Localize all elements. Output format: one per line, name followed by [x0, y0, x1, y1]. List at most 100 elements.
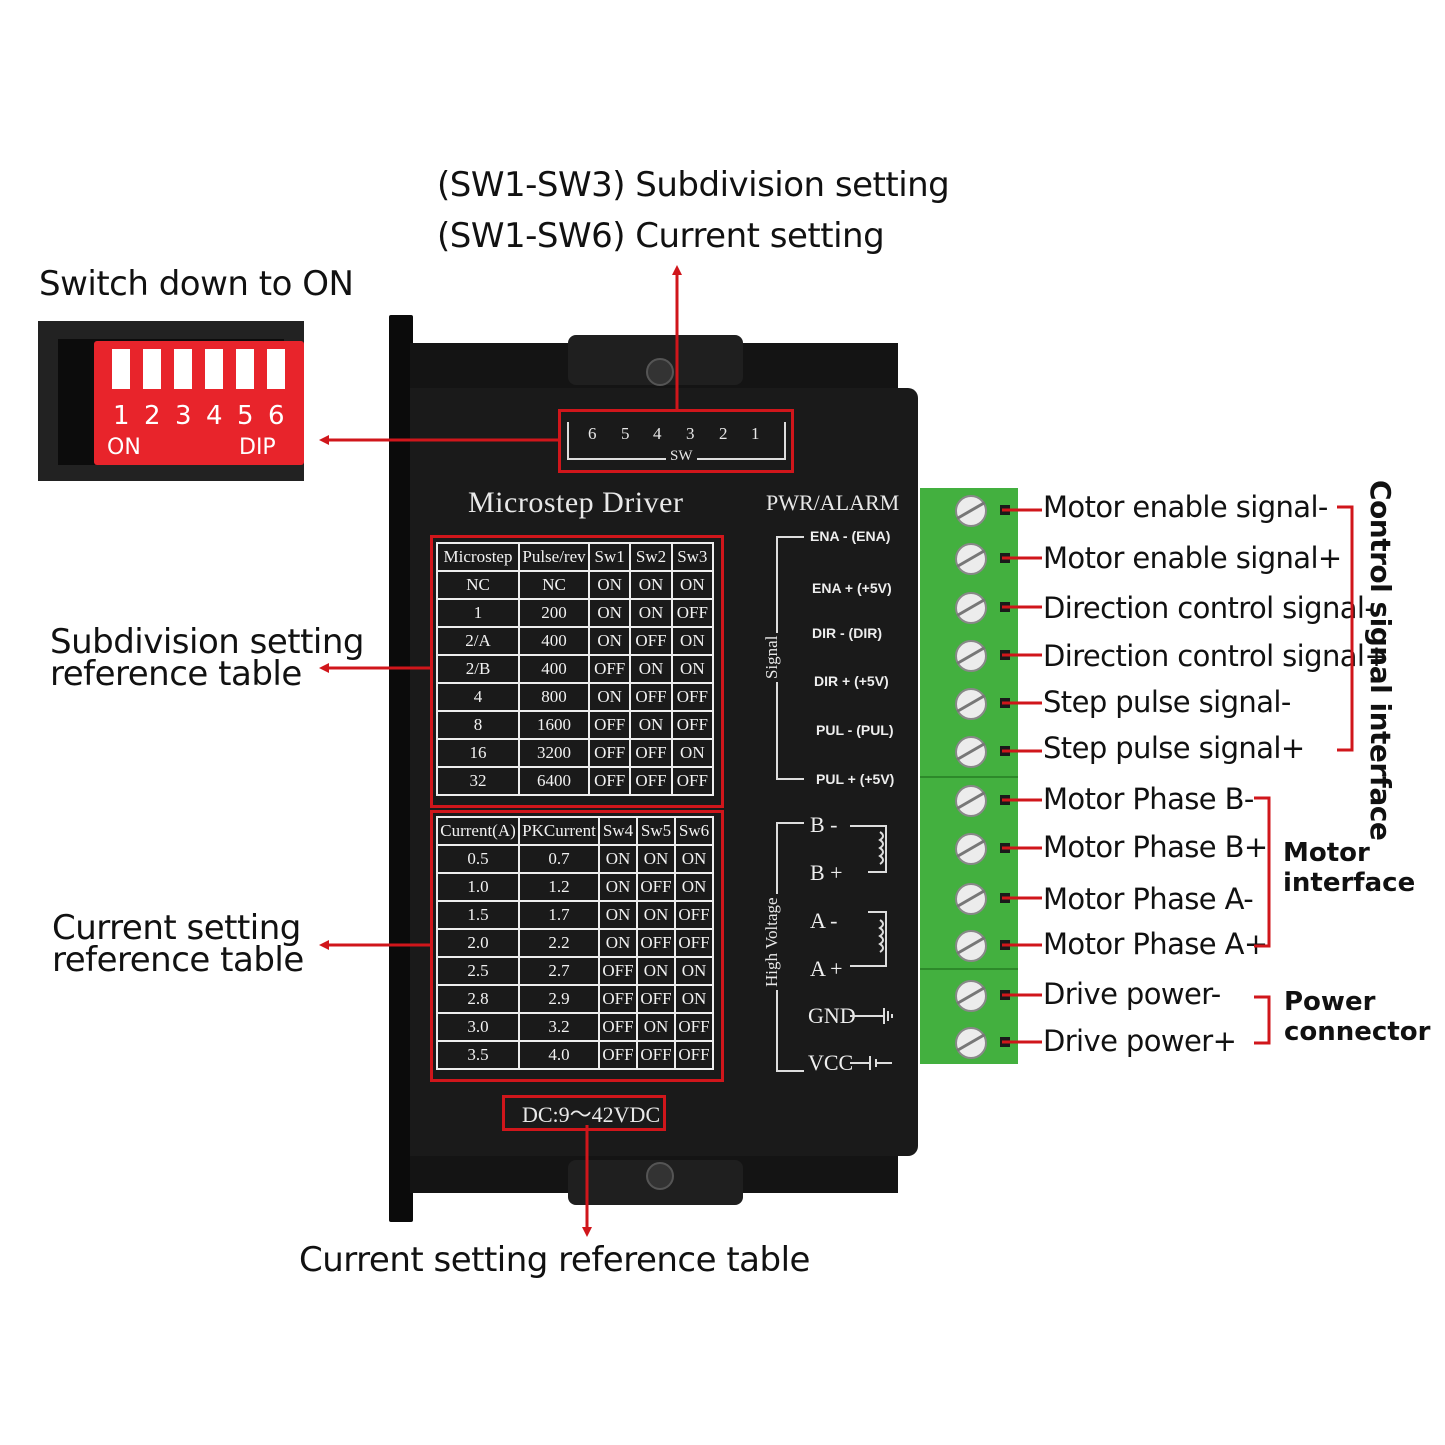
terminal-screw-icon — [955, 495, 987, 527]
table-cell: OFF — [587, 710, 632, 740]
table-cell: ON — [629, 570, 673, 600]
table-cell: ON — [598, 872, 638, 902]
sw-highlight-box — [558, 409, 794, 473]
pin-label: Motor enable signal- — [1043, 490, 1328, 524]
current-table-label: Current setting reference table — [52, 908, 304, 977]
subdivision-setting-caption: (SW1-SW3) Subdivision setting — [437, 165, 950, 205]
table-cell: 2.7 — [518, 956, 600, 986]
table-cell: 2.2 — [518, 928, 600, 958]
power-group-label: Power connector — [1284, 987, 1430, 1047]
table-cell: OFF — [598, 984, 638, 1014]
table-cell: ON — [636, 900, 676, 930]
table-header: Sw1 — [587, 542, 632, 572]
sw-number: 6 — [588, 424, 597, 443]
terminal-screw-icon — [955, 785, 987, 817]
pin-label: Drive power+ — [1043, 1024, 1237, 1058]
terminal-label-ena-minus: ENA - (ENA) — [810, 528, 891, 544]
terminal-label-a-plus: A + — [810, 956, 843, 981]
sw-number: 5 — [621, 424, 630, 443]
pin-leader-lines — [1002, 508, 1042, 1044]
table-cell: OFF — [587, 766, 632, 796]
terminal-label-dir-minus: DIR - (DIR) — [812, 625, 882, 641]
table-cell: OFF — [670, 710, 715, 740]
dip-on-label: ON — [107, 435, 141, 460]
dip-switch-body: 1 2 3 4 5 6 ON DIP — [94, 341, 304, 465]
sw-number: 4 — [653, 424, 662, 443]
current-table-label-line1: Current setting — [52, 908, 301, 948]
pin-label: Motor Phase B- — [1043, 782, 1254, 816]
table-cell: NC — [518, 570, 590, 600]
subdivision-table-label: Subdivision setting reference table — [50, 625, 365, 694]
control-group-bracket — [1337, 505, 1354, 752]
table-cell: 4 — [436, 682, 520, 712]
table-cell: OFF — [674, 900, 714, 930]
table-cell: ON — [674, 872, 714, 902]
pin-label: Motor Phase B+ — [1043, 830, 1268, 864]
table-cell: OFF — [636, 872, 676, 902]
terminal-screw-icon — [955, 736, 987, 768]
power-group-line2: connector — [1284, 1017, 1431, 1047]
dc-voltage-highlight — [502, 1095, 666, 1131]
terminal-screw-icon — [955, 980, 987, 1012]
table-cell: OFF — [636, 928, 676, 958]
bottom-caption: Current setting reference table — [299, 1240, 810, 1280]
table-cell: OFF — [636, 1040, 676, 1070]
table-cell: OFF — [629, 626, 673, 656]
current-table-highlight — [430, 810, 724, 1082]
mounting-bracket — [389, 315, 413, 1222]
motor-group-line1: Motor — [1283, 838, 1370, 868]
table-cell: ON — [587, 682, 632, 712]
table-cell: 3.2 — [518, 1012, 600, 1042]
table-cell: 3.0 — [436, 1012, 520, 1042]
table-cell: 400 — [518, 626, 590, 656]
motor-group-line2: interface — [1283, 868, 1416, 898]
table-cell: ON — [598, 928, 638, 958]
dip-switch-illustration: 1 2 3 4 5 6 ON DIP — [38, 321, 304, 481]
table-cell: 2.5 — [436, 956, 520, 986]
table-cell: ON — [674, 984, 714, 1014]
power-group-line1: Power — [1284, 987, 1376, 1017]
sw-number: 3 — [686, 424, 695, 443]
table-cell: 3.5 — [436, 1040, 520, 1070]
motor-group-bracket — [1254, 796, 1271, 948]
dip-lever — [174, 349, 192, 389]
table-cell: ON — [674, 844, 714, 874]
table-cell: 0.7 — [518, 844, 600, 874]
sw-number: 2 — [719, 424, 728, 443]
dip-lever — [143, 349, 161, 389]
terminal-label-pul-plus: PUL + (+5V) — [816, 771, 895, 787]
table-cell: OFF — [670, 598, 715, 628]
table-header: Pulse/rev — [518, 542, 590, 572]
table-cell: 2.8 — [436, 984, 520, 1014]
terminal-screw-icon — [955, 883, 987, 915]
dip-lever — [236, 349, 254, 389]
table-cell: ON — [587, 626, 632, 656]
terminal-label-a-minus: A - — [810, 908, 838, 933]
table-header: Current(A) — [436, 816, 520, 846]
pin-label: Step pulse signal- — [1043, 685, 1291, 719]
table-cell: OFF — [598, 1012, 638, 1042]
table-cell: 1.5 — [436, 900, 520, 930]
table-cell: OFF — [629, 682, 673, 712]
table-cell: 200 — [518, 598, 590, 628]
dip-number: 5 — [237, 401, 254, 431]
screw-icon — [646, 358, 674, 386]
table-cell: 2/A — [436, 626, 520, 656]
subdivision-table-label-line2: reference table — [50, 654, 302, 694]
pwr-alarm-label: PWR/ALARM — [766, 490, 900, 515]
table-cell: 16 — [436, 738, 520, 768]
table-cell: 2.0 — [436, 928, 520, 958]
